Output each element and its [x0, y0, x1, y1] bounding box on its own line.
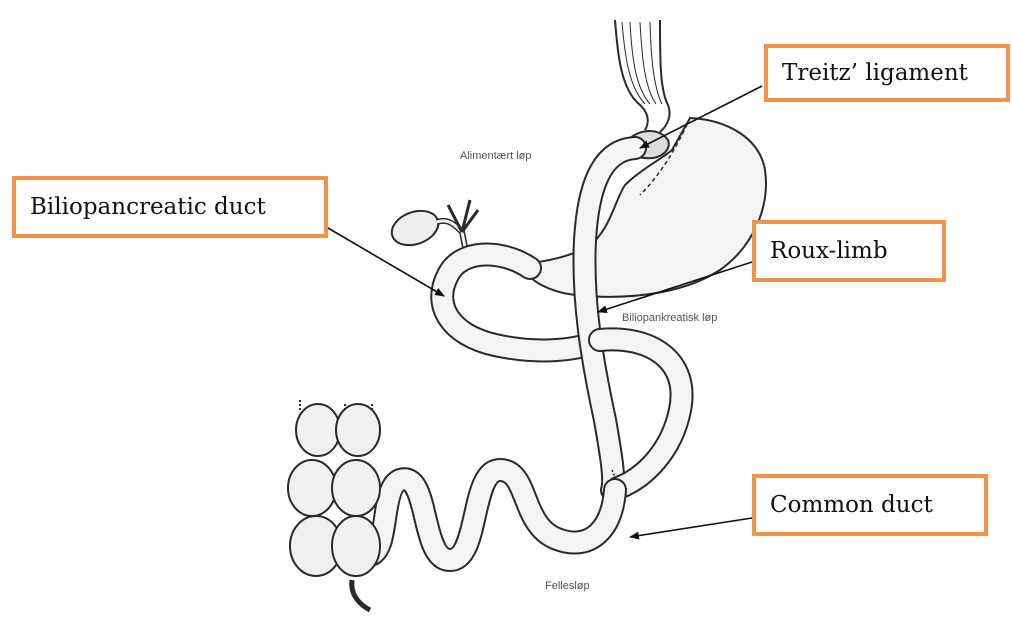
- common-duct-label: Common duct: [752, 474, 988, 536]
- roux-limb-label: Roux-limb: [752, 220, 946, 282]
- alimentary-limb-caption: Alimentært løp: [460, 150, 532, 162]
- treitz-ligament-label: Treitz’ ligament: [764, 44, 1010, 102]
- biliopancreatic-limb-caption: Biliopankreatisk løp: [622, 312, 717, 324]
- common-arrow: [630, 518, 752, 537]
- common-channel: [340, 470, 615, 560]
- common-limb-caption: Fellesløp: [545, 580, 590, 592]
- biliopancreatic-duct-label: Biliopancreatic duct: [12, 176, 328, 238]
- colon: [288, 400, 380, 610]
- esophagus: [615, 20, 670, 132]
